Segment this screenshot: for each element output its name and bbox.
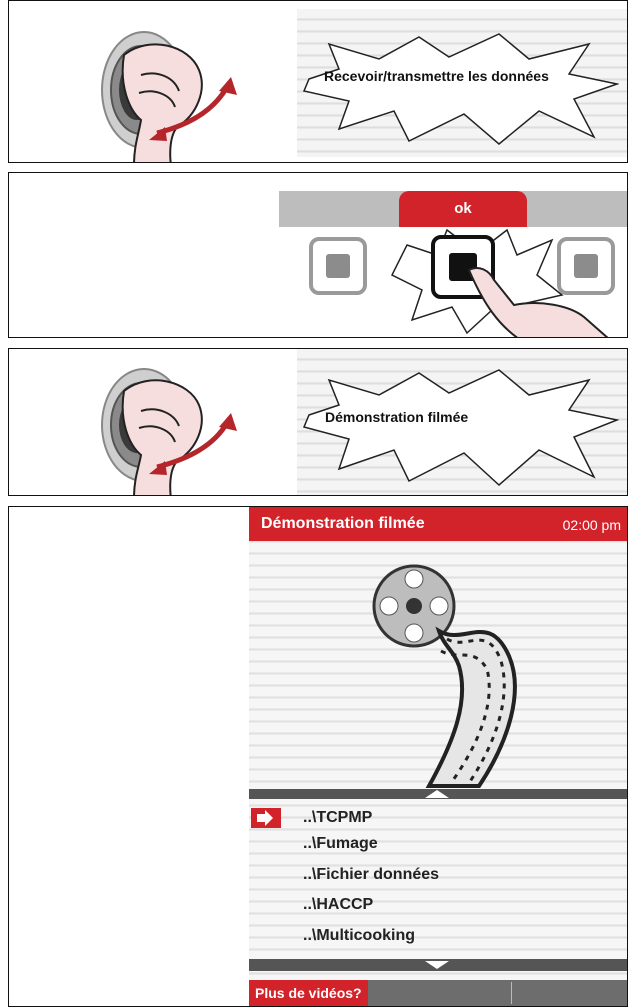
list-item-label: ..\Multicooking: [303, 927, 415, 945]
ok-button[interactable]: ok: [399, 191, 527, 227]
scroll-down-icon[interactable]: [425, 961, 449, 969]
list-item-label: ..\Fichier données: [303, 866, 439, 884]
left-key-button[interactable]: [309, 237, 367, 295]
device-screen: Démonstration filmée 02:00 pm ..\TCPMP .…: [249, 507, 628, 1006]
bubble-text: Recevoir/transmettre les données: [324, 68, 549, 84]
page-title: Démonstration filmée: [261, 515, 425, 533]
step-panel-2: ok: [8, 172, 628, 338]
film-reel-icon: [369, 551, 569, 791]
knob-icon: [79, 15, 259, 163]
list-item[interactable]: ..\HACCP: [249, 892, 628, 918]
divider: [511, 982, 512, 1004]
more-videos-button[interactable]: Plus de vidéos?: [249, 980, 368, 1006]
list-item[interactable]: ..\TCPMP: [249, 805, 628, 831]
list-item-label: ..\HACCP: [303, 896, 373, 914]
step-panel-3: Démonstration filmée: [8, 348, 628, 496]
finger-press-icon: [459, 265, 628, 338]
list-item[interactable]: ..\Fichier données: [249, 862, 628, 888]
speech-burst: [299, 365, 619, 490]
scroll-up-icon[interactable]: [425, 790, 449, 798]
bubble-text: Démonstration filmée: [325, 409, 468, 425]
scrollbar-bottom[interactable]: [249, 959, 628, 971]
knob-icon: [79, 353, 259, 496]
scrollbar-top[interactable]: [249, 789, 628, 799]
bottom-bar: Plus de vidéos?: [249, 980, 628, 1006]
clock: 02:00 pm: [563, 517, 621, 533]
list-item[interactable]: ..\Multicooking: [249, 923, 628, 949]
list-item[interactable]: ..\Fumage: [249, 831, 628, 857]
title-bar: Démonstration filmée 02:00 pm: [249, 507, 628, 541]
ok-bar: ok: [279, 191, 628, 227]
selection-arrow-icon: [251, 808, 281, 828]
speech-burst: [299, 29, 619, 149]
list-item-label: ..\Fumage: [303, 835, 378, 853]
step-panel-1: Recevoir/transmettre les données: [8, 0, 628, 163]
step-panel-4: Démonstration filmée 02:00 pm ..\TCPMP .…: [8, 506, 628, 1007]
list-item-label: ..\TCPMP: [303, 809, 372, 827]
